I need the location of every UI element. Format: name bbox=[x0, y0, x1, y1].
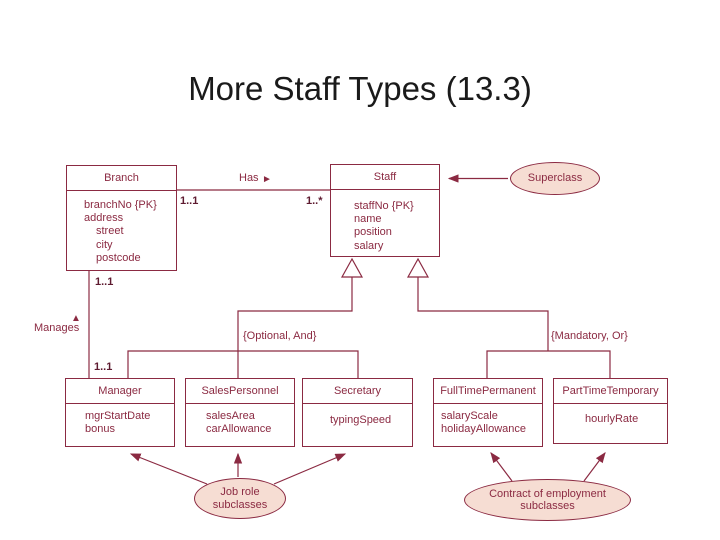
entity-title: Secretary bbox=[303, 379, 412, 404]
entity-parttimetemporary: PartTimeTemporary hourlyRate bbox=[553, 378, 668, 444]
entity-attribute: name bbox=[354, 213, 382, 226]
entity-staff: Staff staffNo {PK} name position salary bbox=[330, 164, 440, 257]
contract-callout: Contract of employment subclasses bbox=[464, 479, 631, 521]
optional-and-bar bbox=[127, 350, 359, 378]
multiplicity-branch: 1..1 bbox=[180, 195, 199, 207]
entity-attribute: mgrStartDate bbox=[85, 410, 151, 422]
jobrole-arrow-secretary bbox=[273, 453, 347, 485]
jobrole-callout: Job role subclasses bbox=[194, 478, 286, 519]
entity-attribute: holidayAllowance bbox=[441, 423, 526, 436]
has-direction-icon: ► bbox=[262, 174, 272, 185]
slide-title: More Staff Types (13.3) bbox=[188, 70, 532, 107]
entity-attribute: bonus bbox=[85, 423, 115, 436]
entity-attribute: salaryScale bbox=[441, 410, 498, 422]
mandatory-or-bar bbox=[486, 350, 611, 378]
entity-attribute: address bbox=[84, 212, 124, 225]
constraint-optional-and: {Optional, And} bbox=[243, 330, 317, 342]
constraint-mandatory-or: {Mandatory, Or} bbox=[551, 330, 628, 342]
entity-attribute: salary bbox=[354, 239, 384, 252]
entity-manager: Manager mgrStartDate bonus bbox=[65, 378, 175, 447]
entity-attribute: staffNo {PK} bbox=[354, 200, 414, 212]
entity-attribute: position bbox=[354, 226, 392, 239]
entity-attribute: typingSpeed bbox=[330, 414, 392, 426]
entity-title: FullTimePermanent bbox=[434, 379, 542, 404]
entity-title: Staff bbox=[331, 165, 439, 190]
entity-salespersonnel: SalesPersonnel salesArea carAllowance bbox=[185, 378, 295, 447]
entity-attribute: street bbox=[96, 225, 124, 238]
manages-multiplicity-bottom: 1..1 bbox=[94, 361, 113, 373]
entity-attribute: hourlyRate bbox=[585, 413, 639, 425]
entity-branch: Branch branchNo {PK} address street city… bbox=[66, 165, 177, 271]
entity-fulltimepermanent: FullTimePermanent salaryScale holidayAll… bbox=[433, 378, 543, 447]
entity-title: Branch bbox=[67, 166, 176, 191]
contract-arrow-parttime bbox=[583, 452, 606, 482]
manages-multiplicity-top: 1..1 bbox=[95, 276, 114, 288]
entity-title: PartTimeTemporary bbox=[554, 379, 667, 404]
contract-arrow-fulltime bbox=[490, 452, 513, 482]
jobrole-specialization-trunk bbox=[237, 277, 353, 378]
specialization-triangle-icon bbox=[340, 257, 364, 278]
entity-title: SalesPersonnel bbox=[186, 379, 294, 404]
entity-title: Manager bbox=[66, 379, 174, 404]
manages-label: Manages bbox=[34, 322, 80, 334]
jobrole-arrow-manager bbox=[129, 453, 208, 485]
entity-attribute: postcode bbox=[96, 251, 141, 264]
contract-specialization-trunk bbox=[417, 277, 549, 351]
entity-attribute: salesArea bbox=[206, 410, 255, 422]
superclass-callout: Superclass bbox=[510, 162, 600, 195]
entity-secretary: Secretary typingSpeed bbox=[302, 378, 413, 447]
entity-attribute: city bbox=[96, 238, 113, 251]
specialization-triangle-icon bbox=[406, 257, 430, 278]
has-label: Has bbox=[239, 172, 259, 184]
entity-attribute: branchNo {PK} bbox=[84, 199, 157, 211]
entity-attribute: carAllowance bbox=[206, 423, 272, 436]
multiplicity-staff: 1..* bbox=[306, 195, 323, 207]
manages-direction-icon: ▲ bbox=[71, 313, 81, 324]
